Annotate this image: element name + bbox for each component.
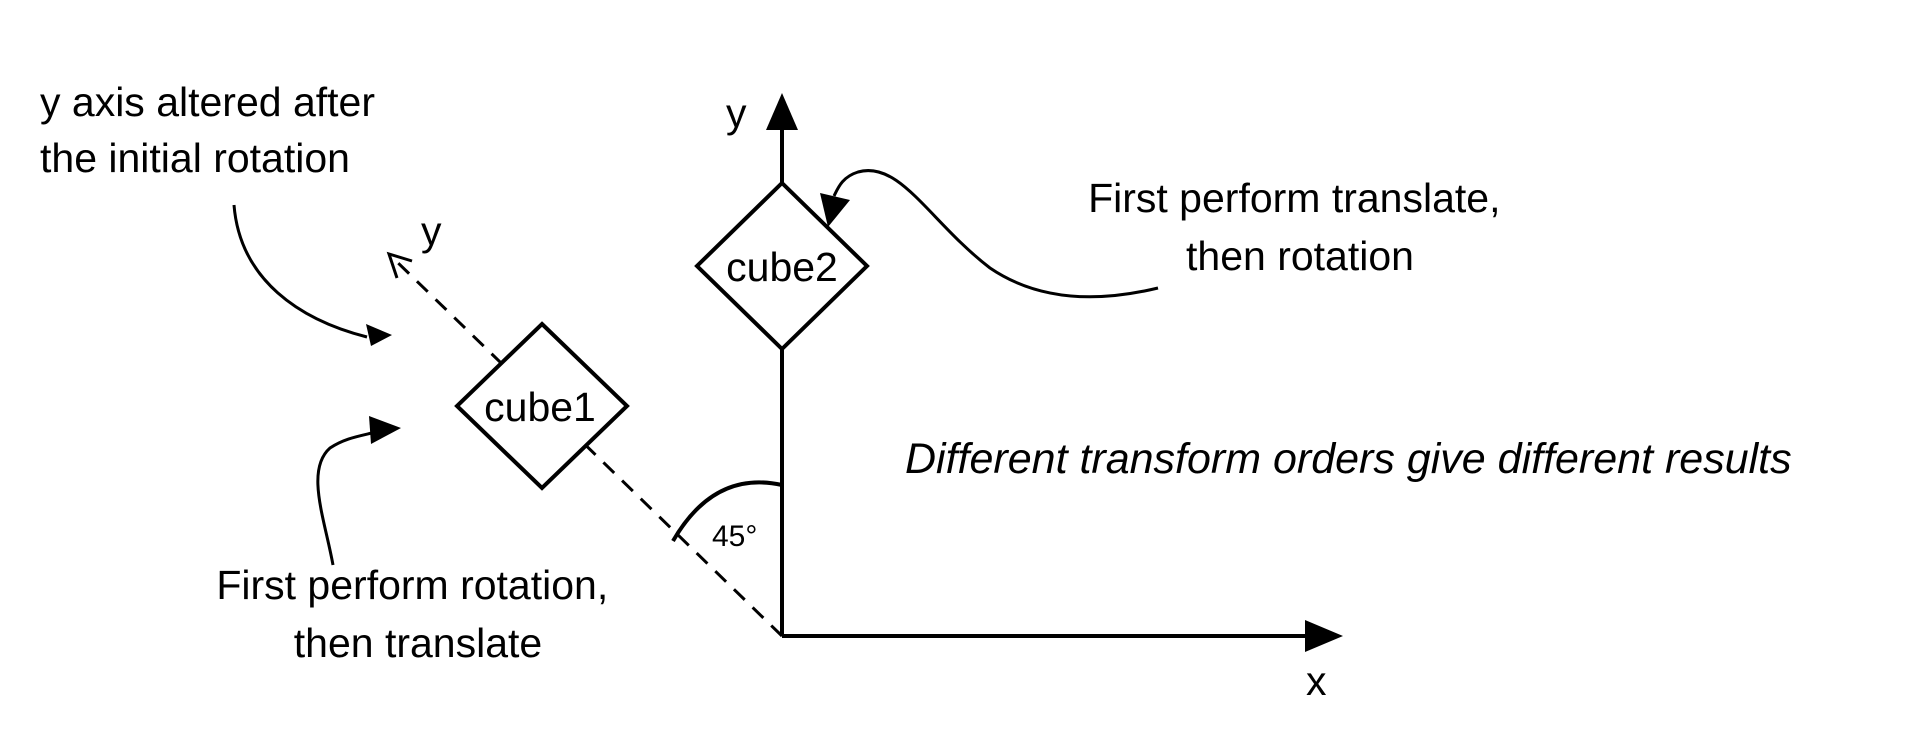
rotate-then-translate-line-1: First perform rotation,	[216, 562, 608, 608]
rotated-axis-note: y axis altered after the initial rotatio…	[40, 79, 392, 346]
rotated-axis-note-arrowhead	[366, 324, 392, 346]
cube1-shape: cube1	[454, 321, 630, 491]
translate-then-rotate-arrow	[832, 169, 1159, 299]
rotate-then-translate-line-2: then translate	[294, 620, 542, 666]
rotate-then-translate-note: First perform rotation, then translate	[216, 416, 619, 666]
cube2-shape: cube2	[694, 180, 870, 352]
rotated-axis-note-arrow	[232, 204, 368, 339]
x-axis-arrowhead	[1305, 620, 1343, 652]
cube2-label: cube2	[726, 244, 838, 290]
translate-then-rotate-line-2: then rotation	[1186, 233, 1414, 279]
y-axis-label: y	[726, 90, 747, 136]
svg-text:First perform translate,: First perform translate, then rotation	[1088, 175, 1512, 279]
cube1-diamond	[454, 321, 630, 491]
rotate-then-translate-arrowhead	[369, 416, 401, 444]
angle-arc	[671, 480, 783, 543]
angle-label: 45°	[712, 520, 757, 553]
svg-text:y axis altered after the: y axis altered after the initial rotatio…	[40, 79, 386, 181]
rotated-y-axis: y	[386, 208, 784, 638]
cube2-diamond	[694, 180, 870, 352]
rotated-axis-note-line-2: the initial rotation	[40, 135, 350, 181]
svg-text:First perform rotation,: First perform rotation, then translate	[216, 562, 619, 666]
rotated-y-axis-arrowhead	[386, 251, 413, 279]
translate-then-rotate-note: First perform translate, then rotation	[820, 169, 1512, 299]
conclusion-text: Different transform orders give differen…	[905, 435, 1792, 483]
rotated-y-axis-label: y	[421, 208, 442, 254]
cube1-label: cube1	[484, 384, 596, 430]
x-axis-label: x	[1306, 658, 1327, 704]
translate-then-rotate-arrowhead	[820, 193, 850, 227]
rotated-y-axis-line	[391, 256, 784, 638]
rotated-axis-note-line-1: y axis altered after	[40, 79, 375, 125]
translate-then-rotate-line-1: First perform translate,	[1088, 175, 1500, 221]
angle-marker: 45°	[671, 480, 783, 553]
rotate-then-translate-arrow	[316, 430, 377, 566]
y-axis-arrowhead	[766, 93, 798, 130]
